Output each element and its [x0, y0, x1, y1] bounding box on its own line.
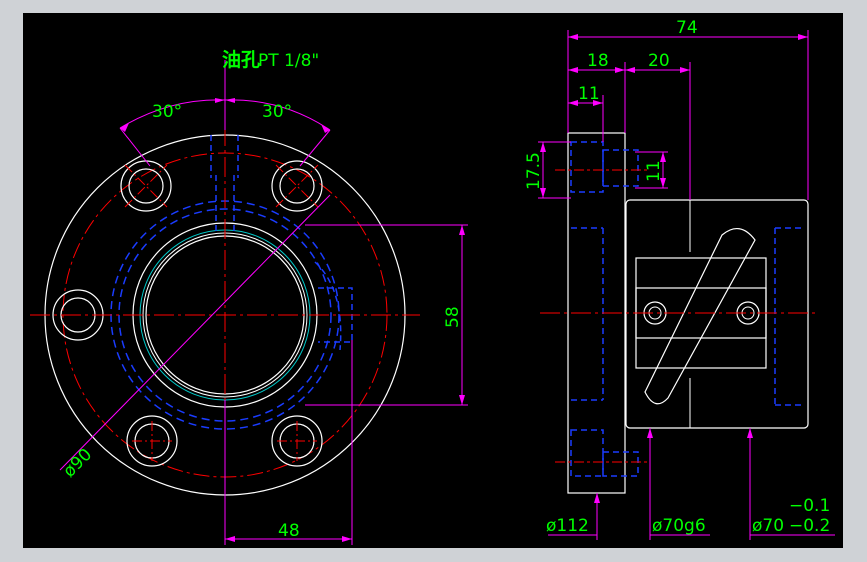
dia-70g6-label: ø70g6: [652, 516, 706, 536]
dim-17-5-label: 17.5: [524, 152, 544, 190]
thread-spec-label: PT 1/8": [258, 51, 319, 71]
angle-right-label: 30°: [262, 102, 292, 122]
bolt-hole-top-right: [271, 160, 323, 212]
dia-112-label: ø112: [546, 516, 589, 536]
dim-11-top-label: 11: [578, 84, 600, 104]
front-view: [30, 60, 468, 545]
side-view: [538, 30, 835, 540]
dim-48-label: 48: [278, 521, 300, 541]
dim-18-label: 18: [587, 51, 609, 71]
flange-bolt-hidden-bottom: [570, 429, 604, 477]
dim-20-label: 20: [648, 51, 670, 71]
oil-hole-label: 油孔: [222, 49, 260, 71]
side-body: [625, 199, 809, 429]
tolerance-upper-label: −0.1: [789, 496, 830, 516]
tolerance-lower-label: −0.2: [789, 516, 830, 536]
dim-11-side-label: 11: [644, 160, 664, 182]
bolt-hole-bottom-right: [271, 415, 323, 467]
angle-left-label: 30°: [152, 102, 182, 122]
flange-bolt-hidden-top: [570, 141, 604, 193]
drawing-background: [23, 13, 843, 548]
dia-70-label: ø70: [752, 516, 784, 536]
dim-58-label: 58: [443, 306, 463, 328]
bolt-hole-bottom-left: [126, 415, 178, 467]
arc-30-right: [224, 99, 331, 131]
front-arrowheads: [120, 98, 465, 542]
return-tube: [644, 228, 756, 405]
oil-passage-hidden: [314, 261, 342, 351]
dim-74-label: 74: [676, 18, 698, 38]
dia90-leader: [59, 194, 331, 471]
side-arrowheads: [540, 34, 808, 503]
front-dimensions: [59, 60, 468, 545]
arc-30-left: [119, 99, 226, 129]
